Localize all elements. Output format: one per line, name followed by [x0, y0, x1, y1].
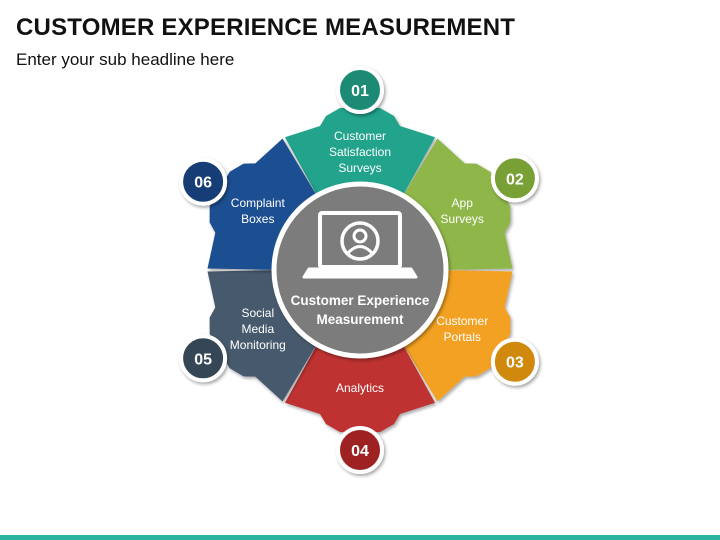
segment-shape [207, 270, 320, 402]
center-label-line2: Measurement [316, 312, 404, 327]
segment-label-line: Monitoring [230, 338, 286, 352]
segment-label-line: Surveys [441, 212, 484, 226]
segment-shape [400, 138, 513, 270]
segment-label-line: Surveys [338, 161, 381, 175]
segment-badge [490, 154, 539, 203]
bottom-accent-bar [0, 535, 720, 540]
segment-badge [179, 157, 228, 206]
segment-badge [336, 426, 384, 474]
laptop-user-icon [302, 211, 418, 279]
segment-label-line: Customer [334, 129, 386, 143]
segment-label-line: Satisfaction [329, 145, 391, 159]
segment-label-line: Media [241, 322, 274, 336]
segment-label-line: Boxes [241, 212, 274, 226]
segment-badge [336, 66, 384, 114]
segment-shape [207, 138, 320, 270]
segment-shape [285, 339, 435, 432]
segment-label-line: Social [241, 306, 274, 320]
center-hub: Customer Experience Measurement [271, 181, 449, 359]
center-label-line1: Customer Experience [291, 293, 430, 308]
segment-label-line: Analytics [336, 381, 384, 395]
page-title: CUSTOMER EXPERIENCE MEASUREMENT [16, 14, 516, 41]
segment-04: Analytics 04 [285, 339, 435, 474]
segment-number: 03 [506, 355, 524, 372]
segment-label-line: App [452, 196, 474, 210]
segment-badge [179, 334, 228, 383]
segment-shape [285, 108, 435, 201]
segment-label-line: Customer [436, 314, 488, 328]
segment-badge [490, 337, 539, 386]
segment-number: 06 [194, 175, 212, 192]
segment-number: 05 [194, 351, 212, 368]
segment-label-line: Portals [444, 330, 481, 344]
segment-number: 02 [506, 171, 524, 188]
segment-number: 04 [351, 443, 369, 460]
segment-number: 01 [351, 83, 369, 100]
page-subtitle: Enter your sub headline here [16, 50, 235, 69]
segment-shape [400, 270, 513, 402]
segment-label-line: Complaint [231, 196, 286, 210]
